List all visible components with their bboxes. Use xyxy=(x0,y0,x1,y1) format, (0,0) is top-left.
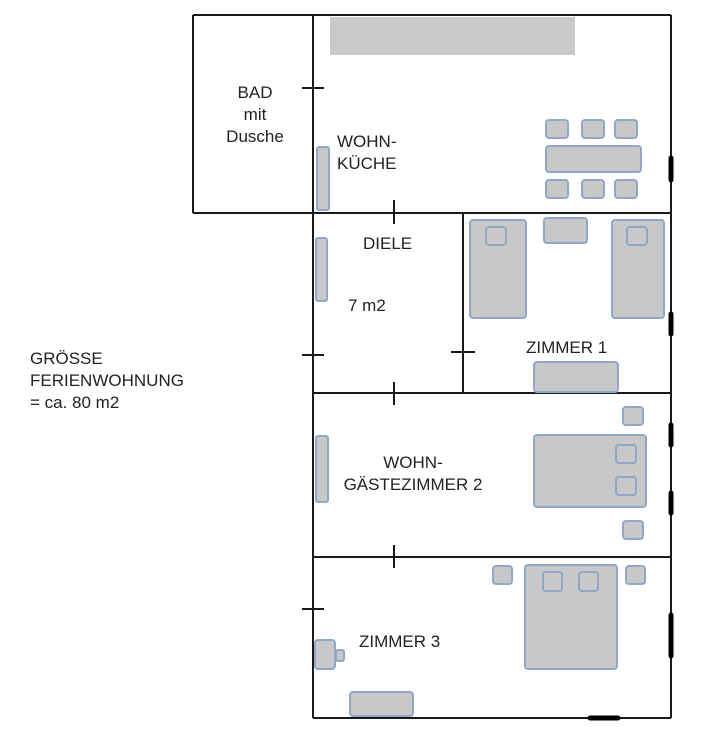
room-label-wohnkueche: WOHN- KÜCHE xyxy=(337,131,397,175)
diele-wardrobe xyxy=(315,237,328,302)
dining-table xyxy=(545,145,642,173)
room-label-zimmer3: ZIMMER 3 xyxy=(359,632,441,651)
bad-line1: BAD xyxy=(237,83,273,102)
wardrobe-zimmer2 xyxy=(315,435,329,503)
bad-line2: mit xyxy=(243,105,267,124)
pillow-zimmer1-right xyxy=(626,226,648,246)
chair-bottom-2 xyxy=(581,179,605,199)
desk-zimmer3 xyxy=(349,691,414,717)
wohnkueche-line2: KÜCHE xyxy=(337,154,397,173)
summary-line1: GRÖSSE xyxy=(30,349,103,368)
room-label-bad: BAD mit Dusche xyxy=(215,82,295,148)
pillow-zimmer1-left xyxy=(485,226,507,246)
room-area-diele: 7 m2 xyxy=(348,296,386,315)
nightstand-zimmer3-left xyxy=(492,565,513,585)
walls xyxy=(192,14,672,719)
summary-line2: FERIENWOHNUNG xyxy=(30,371,184,390)
pillow-zimmer3-1 xyxy=(542,571,563,592)
zimmer2-line1: WOHN- xyxy=(383,453,443,472)
summary-line3: = ca. 80 m2 xyxy=(30,393,120,412)
nightstand-zimmer2-top xyxy=(622,406,644,426)
room-label-diele: DIELE xyxy=(363,234,413,253)
nightstand-zimmer1 xyxy=(543,217,588,244)
nightstand-zimmer2-bottom xyxy=(622,520,644,540)
windows xyxy=(587,155,674,721)
pillow-zimmer2-1 xyxy=(615,444,637,464)
furniture xyxy=(314,17,665,717)
bad-line3: Dusche xyxy=(226,127,284,146)
armchair-zimmer3 xyxy=(314,639,336,670)
chair-bottom-3 xyxy=(614,179,638,199)
zimmer2-line2: GÄSTEZIMMER 2 xyxy=(343,475,483,494)
chair-bottom-1 xyxy=(545,179,569,199)
room-label-zimmer1: ZIMMER 1 xyxy=(526,338,608,357)
pillow-zimmer2-2 xyxy=(615,476,637,496)
doors xyxy=(302,87,475,610)
kitchen-counter xyxy=(330,17,575,55)
chair-top-3 xyxy=(614,119,638,139)
room-label-zimmer2: WOHN- GÄSTEZIMMER 2 xyxy=(338,452,488,496)
nightstand-zimmer3-right xyxy=(625,565,646,585)
apartment-size-label: GRÖSSE FERIENWOHNUNG = ca. 80 m2 xyxy=(30,348,184,414)
chair-top-2 xyxy=(581,119,605,139)
wohnkueche-line1: WOHN- xyxy=(337,132,397,151)
desk-zimmer1 xyxy=(533,361,619,393)
side-table-zimmer3 xyxy=(335,649,345,662)
pillow-zimmer3-2 xyxy=(578,571,599,592)
bed-zimmer1-right xyxy=(611,219,665,319)
chair-top-1 xyxy=(545,119,569,139)
kitchen-shelf xyxy=(316,146,330,211)
bed-zimmer3 xyxy=(524,564,618,670)
bed-zimmer1-left xyxy=(469,219,527,319)
